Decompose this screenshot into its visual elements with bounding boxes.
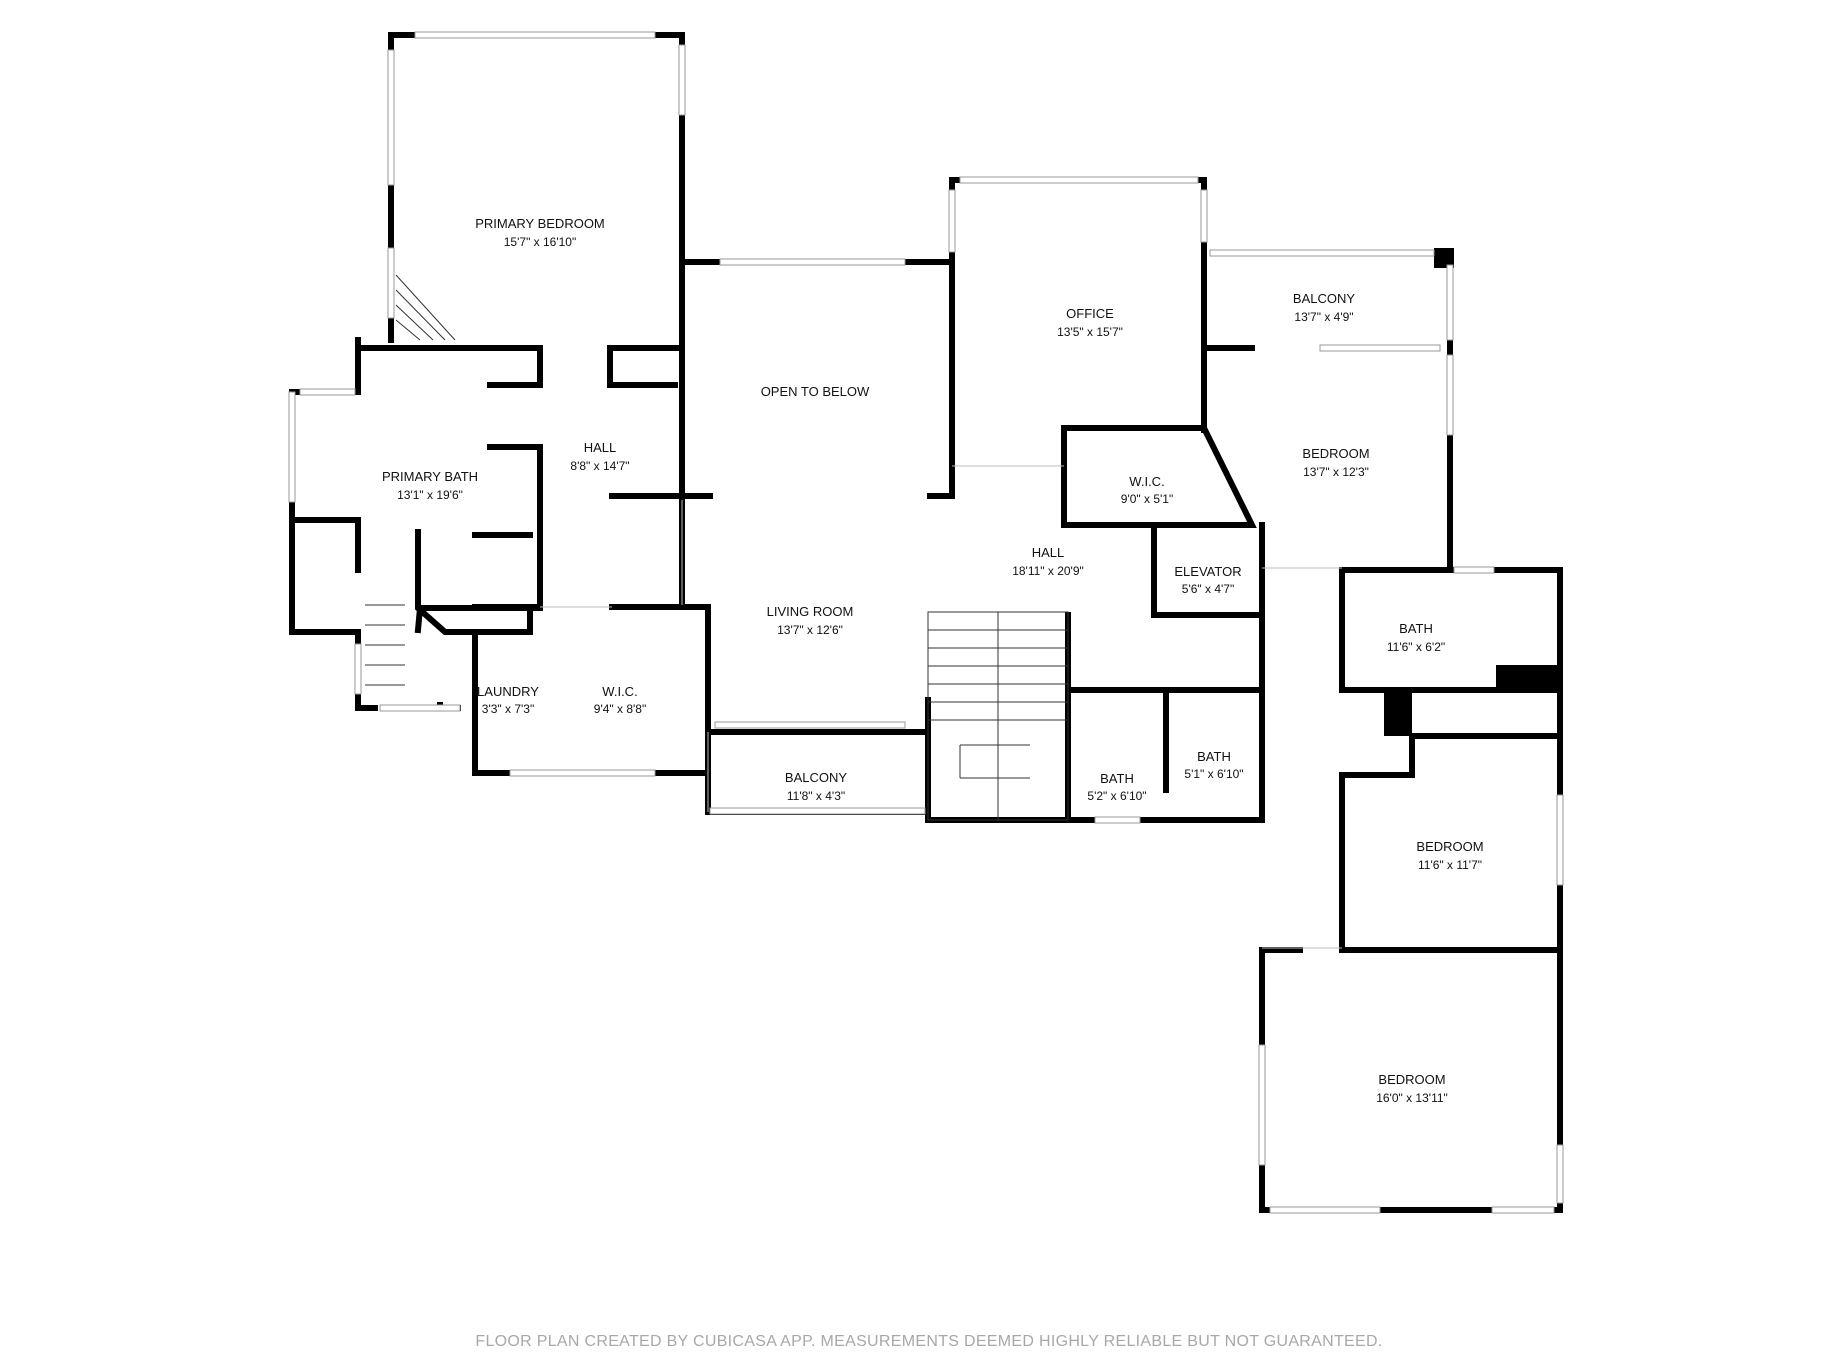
room-dimensions: 13'1" x 19'6" xyxy=(397,488,463,502)
room-name: OFFICE xyxy=(1066,306,1114,321)
room-bath-small-b: BATH 5'1" x 6'10" xyxy=(1184,749,1243,781)
room-balcony-north: BALCONY 13'7" x 4'9" xyxy=(1293,291,1355,324)
room-balcony-south: BALCONY 11'8" x 4'3" xyxy=(785,770,847,803)
room-primary-bath: PRIMARY BATH 13'1" x 19'6" xyxy=(382,469,478,502)
room-dimensions: 11'8" x 4'3" xyxy=(787,789,845,803)
footer-disclaimer: FLOOR PLAN CREATED BY CUBICASA APP. MEAS… xyxy=(475,1333,1382,1350)
room-bath-small-a: BATH 5'2" x 6'10" xyxy=(1087,771,1146,803)
room-dimensions: 3'3" x 7'3" xyxy=(482,702,534,716)
room-name: W.I.C. xyxy=(1129,474,1164,489)
room-dimensions: 13'7" x 12'6" xyxy=(777,623,843,637)
openings xyxy=(540,465,1342,949)
room-dimensions: 13'7" x 4'9" xyxy=(1294,310,1353,324)
stairs xyxy=(365,274,1069,821)
room-hall-west: HALL 8'8" x 14'7" xyxy=(570,440,629,473)
room-name: PRIMARY BATH xyxy=(382,469,478,484)
room-wic-south: W.I.C. 9'4" x 8'8" xyxy=(594,684,646,716)
room-bath-east: BATH 11'6" x 6'2" xyxy=(1387,621,1445,654)
room-name: BATH xyxy=(1100,771,1134,786)
room-name: BEDROOM xyxy=(1302,446,1369,461)
walls xyxy=(289,32,1563,1213)
room-name: HALL xyxy=(584,440,617,455)
room-laundry: LAUNDRY 3'3" x 7'3" xyxy=(477,684,539,716)
room-name: BEDROOM xyxy=(1378,1072,1445,1087)
room-dimensions: 16'0" x 13'11" xyxy=(1376,1091,1448,1105)
room-dimensions: 9'4" x 8'8" xyxy=(594,702,646,716)
room-name: OPEN TO BELOW xyxy=(761,384,870,399)
room-dimensions: 9'0" x 5'1" xyxy=(1121,492,1173,506)
room-name: BEDROOM xyxy=(1416,839,1483,854)
room-wic-north: W.I.C. 9'0" x 5'1" xyxy=(1121,474,1173,506)
room-bedroom-northeast: BEDROOM 13'7" x 12'3" xyxy=(1302,446,1369,479)
room-name: W.I.C. xyxy=(602,684,637,699)
room-dimensions: 18'11" x 20'9" xyxy=(1012,564,1084,578)
room-name: ELEVATOR xyxy=(1174,564,1241,579)
room-name: LIVING ROOM xyxy=(767,604,854,619)
room-bedroom-east: BEDROOM 11'6" x 11'7" xyxy=(1416,839,1483,872)
room-hall-central: HALL 18'11" x 20'9" xyxy=(1012,545,1084,578)
room-dimensions: 5'1" x 6'10" xyxy=(1184,767,1243,781)
room-dimensions: 11'6" x 6'2" xyxy=(1387,640,1445,654)
room-name: BALCONY xyxy=(785,770,847,785)
room-open-to-below: OPEN TO BELOW xyxy=(761,384,870,399)
room-name: HALL xyxy=(1032,545,1065,560)
room-dimensions: 5'2" x 6'10" xyxy=(1087,789,1146,803)
room-bedroom-southeast: BEDROOM 16'0" x 13'11" xyxy=(1376,1072,1448,1105)
windows xyxy=(288,31,1564,1214)
room-name: BALCONY xyxy=(1293,291,1355,306)
room-dimensions: 13'7" x 12'3" xyxy=(1303,465,1369,479)
room-dimensions: 15'7" x 16'10" xyxy=(504,235,577,249)
room-primary-bedroom: PRIMARY BEDROOM 15'7" x 16'10" xyxy=(475,216,605,249)
room-dimensions: 13'5" x 15'7" xyxy=(1057,325,1123,339)
room-name: BATH xyxy=(1197,749,1231,764)
room-dimensions: 5'6" x 4'7" xyxy=(1182,582,1234,596)
room-elevator: ELEVATOR 5'6" x 4'7" xyxy=(1174,564,1241,596)
room-name: LAUNDRY xyxy=(477,684,539,699)
room-dimensions: 11'6" x 11'7" xyxy=(1418,858,1482,872)
room-living-room: LIVING ROOM 13'7" x 12'6" xyxy=(767,604,854,637)
room-dimensions: 8'8" x 14'7" xyxy=(570,459,629,473)
room-name: PRIMARY BEDROOM xyxy=(475,216,605,231)
room-name: BATH xyxy=(1399,621,1433,636)
room-office: OFFICE 13'5" x 15'7" xyxy=(1057,306,1123,339)
